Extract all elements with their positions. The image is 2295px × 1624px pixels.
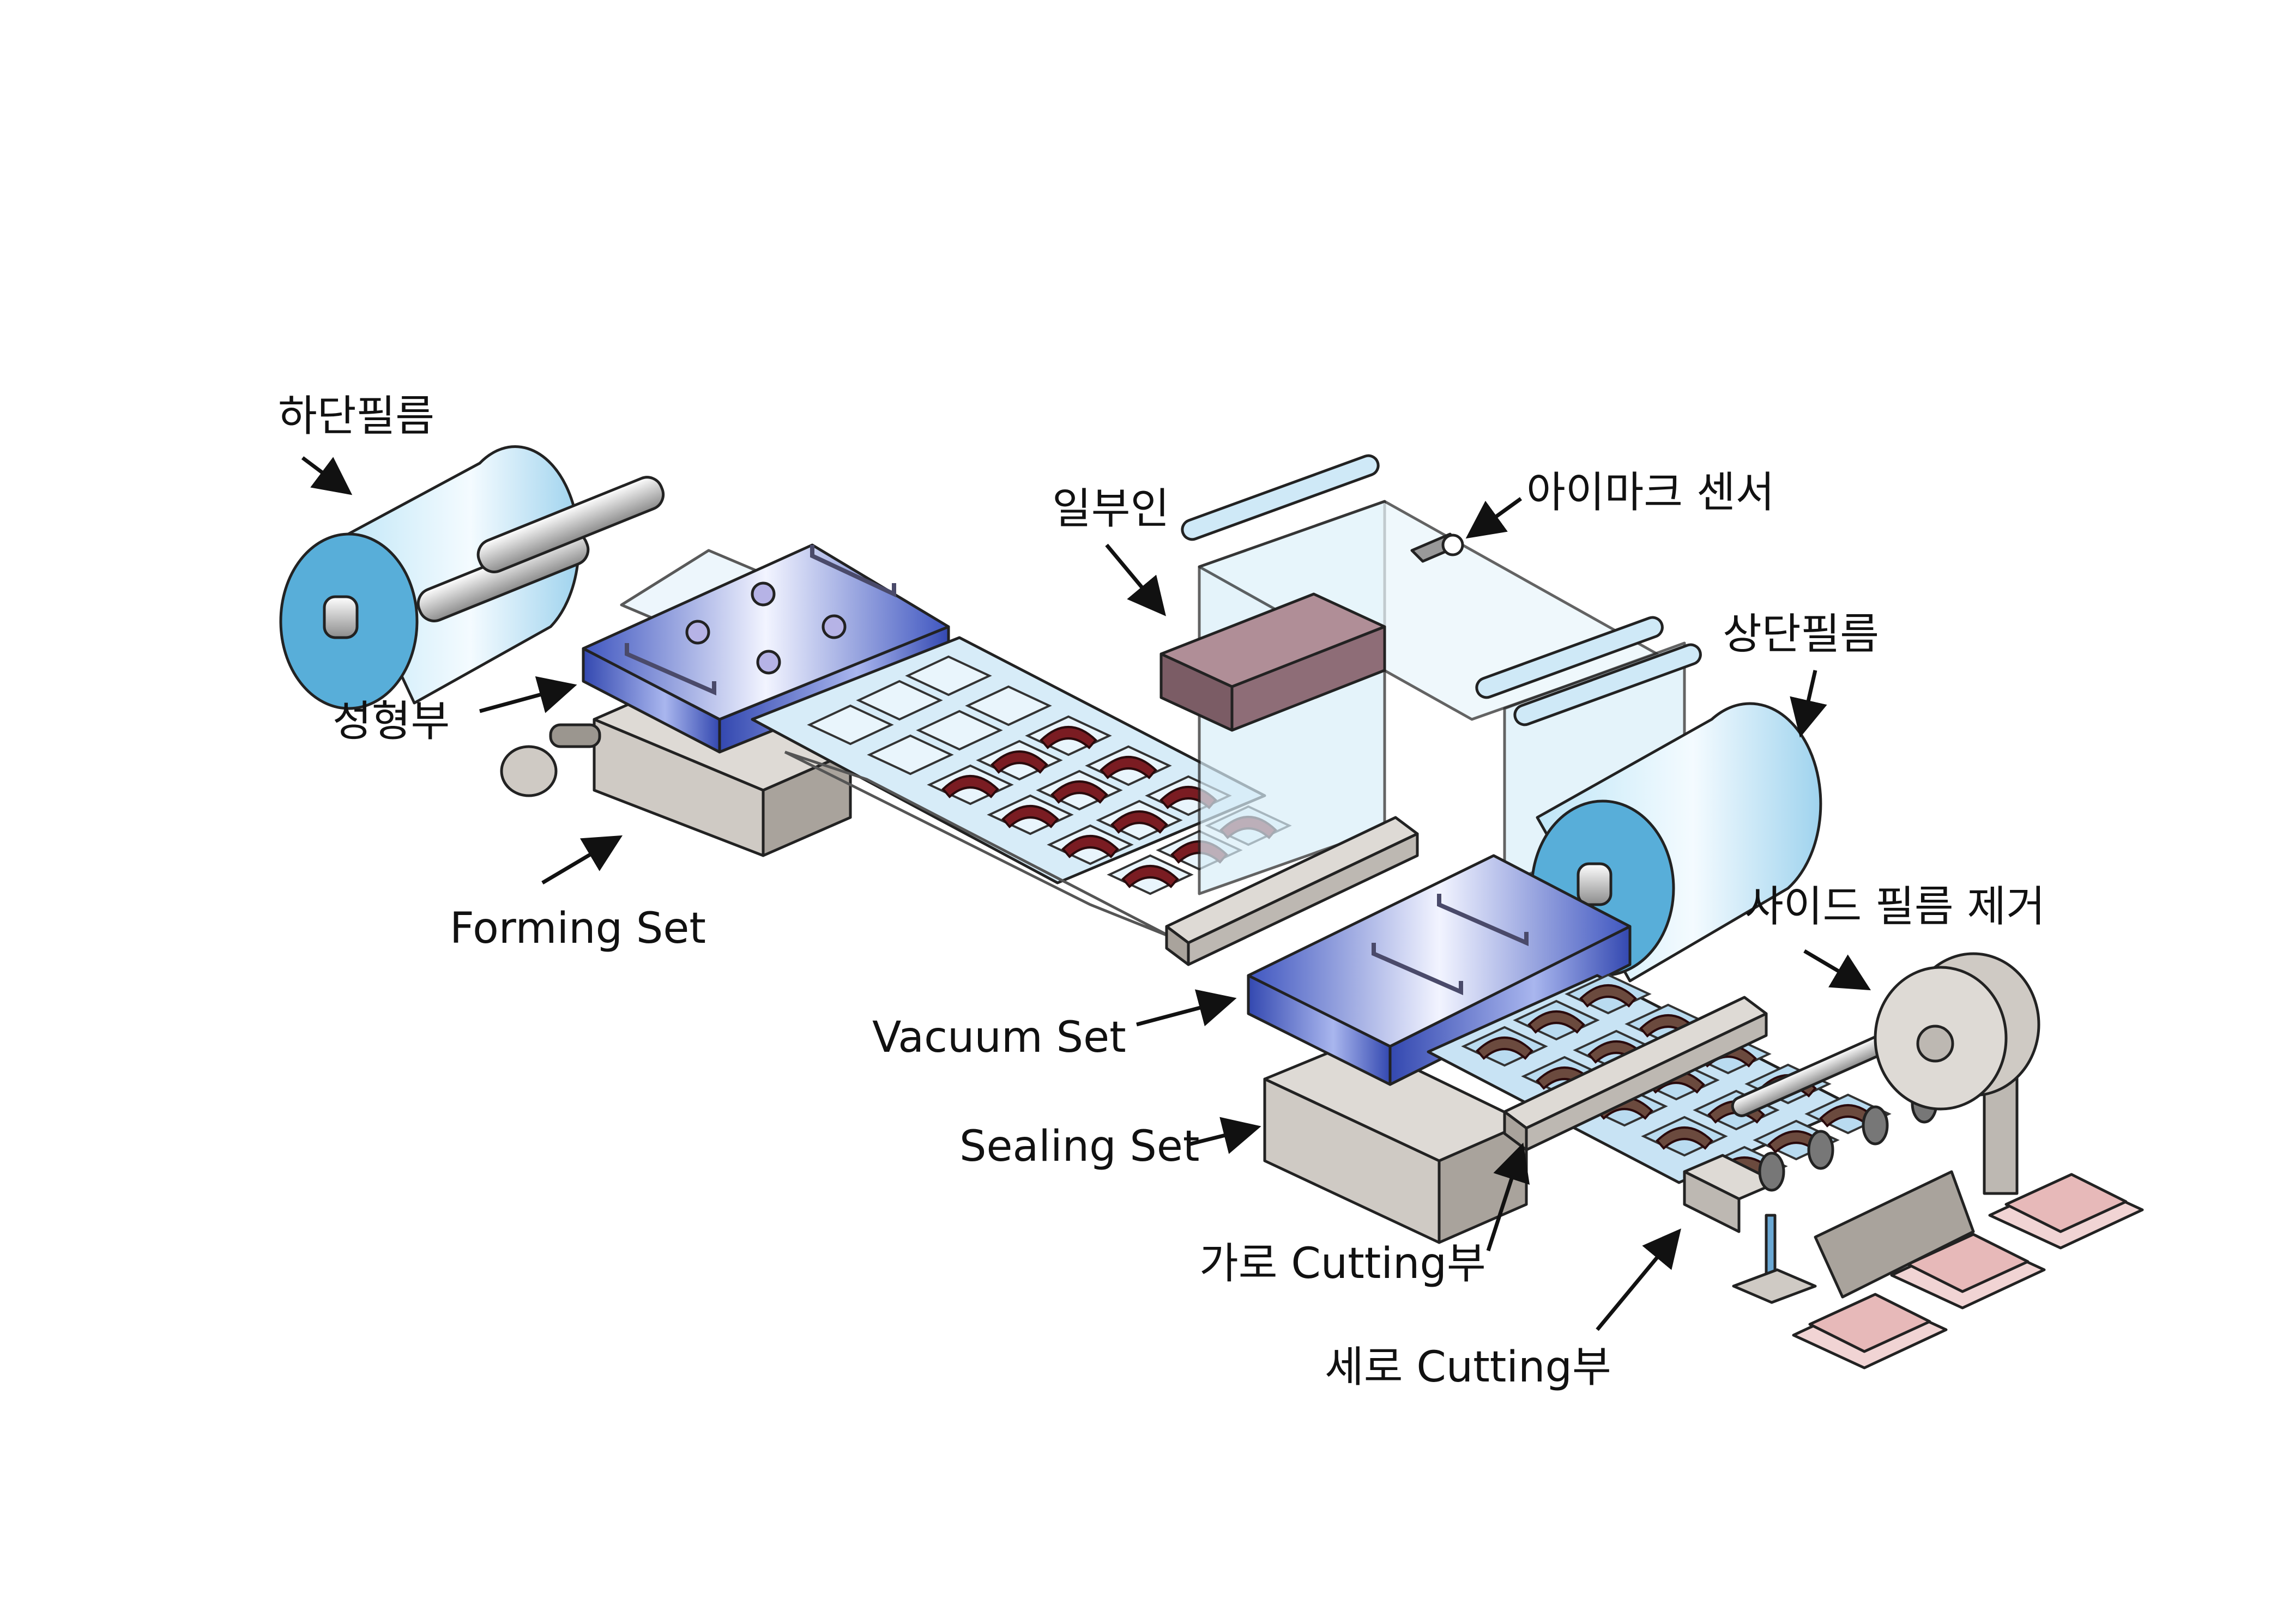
product-piece bbox=[991, 750, 1048, 774]
bottom-film-roll bbox=[279, 445, 994, 726]
label-printer: 일부인 bbox=[1052, 484, 1169, 534]
product-piece bbox=[1110, 810, 1168, 834]
callout-cross-cutting: 가로 Cutting부 bbox=[1199, 1142, 1530, 1288]
top-film-roller bbox=[1513, 643, 1702, 726]
callout-sealing-set: Sealing Set bbox=[959, 1117, 1261, 1171]
press-bolt bbox=[685, 620, 710, 645]
callout-bottom-film: 하단필름 bbox=[278, 392, 434, 495]
callout-top-film: 상단필름 bbox=[1723, 610, 1879, 738]
label-vertical-cutting: 세로 Cutting부 bbox=[1325, 1343, 1611, 1392]
press-handle bbox=[1372, 943, 1463, 996]
label-cross-cutting: 가로 Cutting부 bbox=[1199, 1239, 1486, 1288]
film-guide-bar bbox=[1165, 816, 1419, 966]
vacuum-press-top bbox=[1247, 854, 1632, 1048]
tray-cell bbox=[856, 680, 943, 721]
product-piece bbox=[1121, 865, 1179, 888]
product-piece bbox=[1001, 805, 1059, 828]
callout-eye-mark-sensor: 아이마크 센서 bbox=[1465, 468, 1774, 539]
cutter-blade bbox=[1758, 1152, 1785, 1192]
arrow-side-film-removal bbox=[1803, 949, 1871, 991]
cutter-foot bbox=[1732, 1268, 1817, 1304]
product-piece bbox=[1579, 984, 1637, 1008]
guide-bar-front bbox=[1187, 832, 1419, 966]
finished-pack bbox=[1988, 1173, 2144, 1250]
bottom-film-roll-hub bbox=[323, 595, 359, 639]
label-forming-set: Forming Set bbox=[450, 904, 706, 953]
bottom-film-guide-roller bbox=[476, 476, 665, 573]
callout-side-film-removal: 사이드 필름 제거 bbox=[1744, 882, 2045, 991]
press-handle bbox=[810, 545, 896, 598]
label-forming-part: 성형부 bbox=[333, 697, 450, 746]
arrow-sealing-set bbox=[1188, 1117, 1261, 1154]
cutter-blade bbox=[1807, 1130, 1834, 1170]
arrow-printer bbox=[1105, 543, 1166, 616]
top-film-path bbox=[1159, 454, 1702, 895]
press-bolt bbox=[822, 614, 847, 639]
callout-vertical-cutting: 세로 Cutting부 bbox=[1325, 1228, 1681, 1392]
finished-pack bbox=[1792, 1293, 1948, 1370]
arrow-forming-set bbox=[541, 835, 623, 885]
tray-cell bbox=[965, 685, 1052, 726]
arrow-top-film bbox=[1790, 670, 1827, 738]
side-film-removal-unit bbox=[1874, 952, 2040, 1195]
product-piece bbox=[1050, 780, 1108, 804]
printer-front bbox=[1230, 625, 1386, 732]
tray-cell bbox=[916, 710, 1003, 751]
top-film-roll-hub bbox=[1577, 862, 1612, 906]
label-top-film: 상단필름 bbox=[1723, 610, 1879, 659]
forming-adjust-knob bbox=[500, 745, 558, 797]
press-handle bbox=[1437, 894, 1529, 947]
label-sealing-set: Sealing Set bbox=[959, 1122, 1199, 1171]
finished-packs bbox=[1792, 1173, 2144, 1370]
product-piece bbox=[941, 775, 999, 798]
label-eye-mark-sensor: 아이마크 센서 bbox=[1526, 468, 1774, 517]
cutter-blade bbox=[1862, 1105, 1889, 1146]
arrow-eye-mark-sensor bbox=[1465, 497, 1523, 539]
finished-pack bbox=[1890, 1233, 2046, 1310]
product-piece bbox=[1061, 835, 1119, 858]
vertical-cutter-block-side bbox=[1683, 1170, 1741, 1233]
product-piece bbox=[1476, 1037, 1533, 1060]
product-piece bbox=[1100, 756, 1157, 779]
press-bolt bbox=[751, 581, 776, 607]
eye-mark-sensor-lens bbox=[1441, 534, 1464, 556]
tray-cell bbox=[807, 704, 894, 746]
forming-knob-shaft bbox=[549, 723, 601, 748]
arrow-cross-cutting bbox=[1486, 1142, 1530, 1252]
product-piece bbox=[1527, 1010, 1585, 1034]
arrow-forming-part bbox=[479, 676, 577, 713]
press-handle bbox=[625, 643, 716, 696]
product-piece bbox=[1656, 1126, 1713, 1150]
tray-cell bbox=[867, 734, 954, 775]
label-side-film-removal: 사이드 필름 제거 bbox=[1744, 882, 2045, 931]
callout-printer: 일부인 bbox=[1052, 484, 1169, 616]
arrow-vacuum-set bbox=[1136, 989, 1237, 1027]
callout-forming-part: 성형부 bbox=[333, 676, 577, 746]
press-bolt bbox=[756, 650, 781, 675]
tray-cell bbox=[905, 655, 992, 696]
callout-forming-set: Forming Set bbox=[450, 835, 706, 953]
removal-wheel-hub bbox=[1916, 1025, 1954, 1063]
discharge-chute bbox=[1814, 1170, 1975, 1299]
arrow-vertical-cutting bbox=[1596, 1228, 1681, 1331]
arrow-bottom-film bbox=[301, 456, 353, 495]
top-film-roller bbox=[1475, 616, 1664, 699]
callout-vacuum-set: Vacuum Set bbox=[872, 989, 1237, 1062]
label-bottom-film: 하단필름 bbox=[278, 392, 434, 441]
label-vacuum-set: Vacuum Set bbox=[872, 1013, 1126, 1062]
top-film-roller bbox=[1181, 454, 1380, 541]
product-piece bbox=[1040, 726, 1097, 749]
